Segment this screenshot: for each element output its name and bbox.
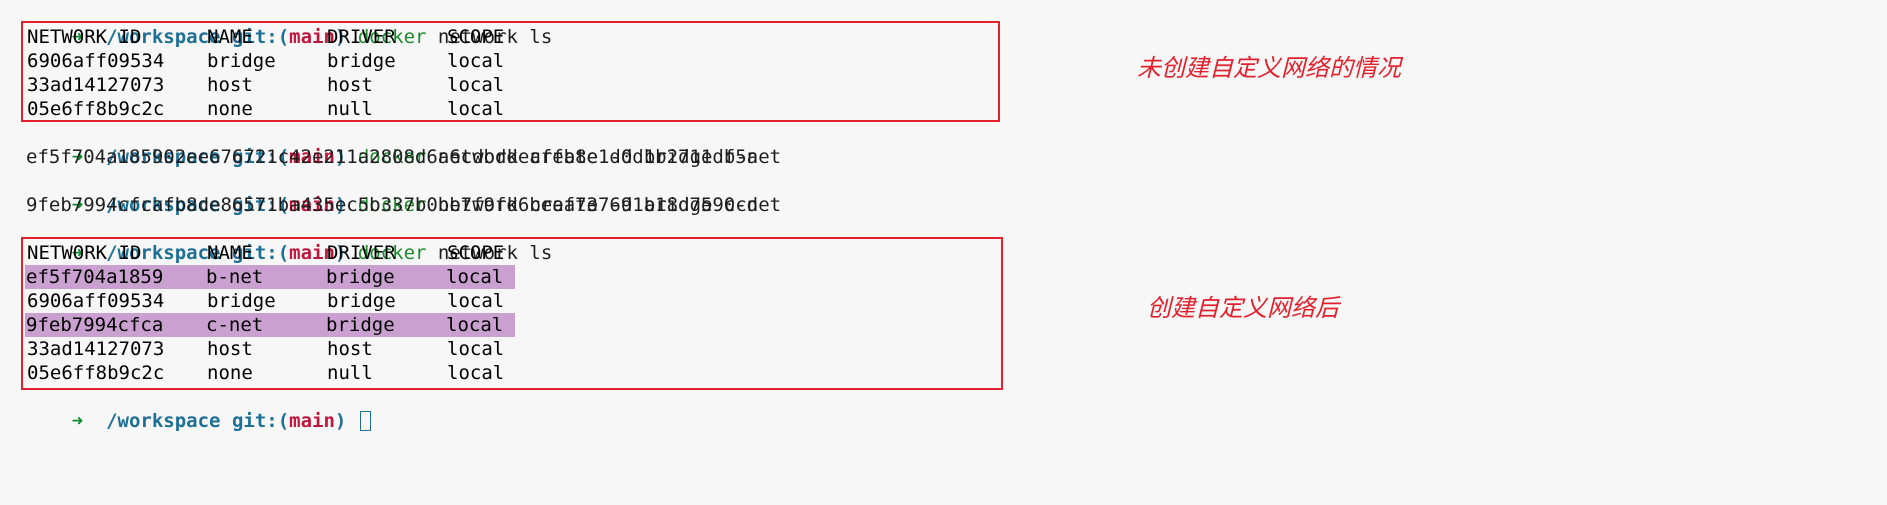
prompt-arrow-icon: ➜ [71,194,84,216]
network-driver: bridge [326,266,395,288]
network-name: bridge [207,50,276,72]
network-scope: local [447,98,505,120]
git-label: git:( [231,410,290,432]
header-driver: DRIVER [327,242,396,264]
text-cursor[interactable] [359,411,371,431]
network-scope: local [447,290,505,312]
annotation-before: 未创建自定义网络的情况 [1137,54,1401,82]
git-label: git:( [231,26,290,48]
network-name: c-net [206,314,264,336]
command-args: network create -d bridge b-net [437,146,782,168]
header-driver: DRIVER [327,26,396,48]
command-name: docker [357,146,427,168]
git-branch: main [289,26,335,48]
network-id: ef5f704a1859 [26,266,164,288]
network-name: none [207,362,253,384]
annotation-box-after [21,237,1003,390]
network-name: bridge [207,290,276,312]
git-branch: main [289,410,335,432]
git-branch: main [289,194,335,216]
header-scope: SCOPE [447,242,505,264]
command-args: network ls [437,26,553,48]
network-driver: null [327,362,373,384]
git-label-close: ) [334,194,347,216]
prompt-line: ➜ /workspace git:(main) docker network c… [26,121,781,168]
table-row-highlighted: ef5f704a1859 b-net bridge local [25,265,515,289]
network-driver: bridge [326,314,395,336]
table-row: 6906aff09534 bridge bridge local [26,49,504,73]
git-label-close: ) [334,242,347,264]
command-name: docker [357,194,427,216]
output-network-id: ef5f704a185902ee676721c42e211a2808d6a6cd… [26,146,759,168]
command-args: network ls [437,242,553,264]
table-row: 6906aff09534 bridge bridge local [26,289,504,313]
annotation-box-before [21,21,1000,122]
table-row: 05e6ff8b9c2c none null local [26,97,504,121]
prompt-arrow-icon: ➜ [71,26,84,48]
prompt-path: /workspace [106,26,221,48]
prompt-line: ➜ /workspace git:(main) docker network l… [26,1,553,48]
table-header-row: NETWORK ID NAME DRIVER SCOPE [26,25,504,49]
annotation-after: 创建自定义网络后 [1147,294,1339,322]
prompt-line: ➜ /workspace git:(main) docker network c… [26,169,781,216]
table-row: 05e6ff8b9c2c none null local [26,361,504,385]
network-scope: local [446,266,504,288]
network-scope: local [447,74,505,96]
network-scope: local [447,362,505,384]
network-driver: host [327,338,373,360]
network-driver: null [327,98,373,120]
network-name: none [207,98,253,120]
network-driver: bridge [327,290,396,312]
network-driver: bridge [327,50,396,72]
header-network-id: NETWORK ID [27,26,142,48]
network-name: b-net [206,266,264,288]
git-branch: main [289,146,335,168]
network-scope: local [446,314,504,336]
table-header-row: NETWORK ID NAME DRIVER SCOPE [26,241,504,265]
command-args: network create -d bridge c-net [437,194,782,216]
network-id: 33ad14127073 [27,74,165,96]
git-label: git:( [231,194,290,216]
header-name: NAME [207,242,253,264]
table-row: 33ad14127073 host host local [26,337,504,361]
header-name: NAME [207,26,253,48]
network-id: 6906aff09534 [27,290,165,312]
prompt-arrow-icon: ➜ [71,242,84,264]
prompt-path: /workspace [106,146,221,168]
network-scope: local [447,338,505,360]
git-label: git:( [231,146,290,168]
git-label-close: ) [334,146,347,168]
network-id: 05e6ff8b9c2c [27,362,165,384]
prompt-arrow-icon: ➜ [71,146,84,168]
network-driver: host [327,74,373,96]
network-id: 33ad14127073 [27,338,165,360]
network-name: host [207,338,253,360]
table-row: 33ad14127073 host host local [26,73,504,97]
git-branch: main [289,242,335,264]
prompt-path: /workspace [106,194,221,216]
prompt-path: /workspace [106,242,221,264]
header-scope: SCOPE [447,26,505,48]
git-label-close: ) [334,26,347,48]
git-label: git:( [231,242,290,264]
command-name: docker [357,26,427,48]
network-id: 6906aff09534 [27,50,165,72]
header-network-id: NETWORK ID [27,242,142,264]
command-name: docker [357,242,427,264]
prompt-path: /workspace [106,410,221,432]
network-id: 05e6ff8b9c2c [27,98,165,120]
table-row-highlighted: 9feb7994cfca c-net bridge local [25,313,515,337]
network-id: 9feb7994cfca [26,314,164,336]
network-name: host [207,74,253,96]
output-network-id: 9feb7994cfcafb8de86571ba435ec5b337b0bb7f… [26,194,759,216]
network-scope: local [447,50,505,72]
prompt-line: ➜ /workspace git:(main) docker network l… [26,217,553,264]
prompt-arrow-icon: ➜ [71,410,84,432]
git-label-close: ) [334,410,347,432]
